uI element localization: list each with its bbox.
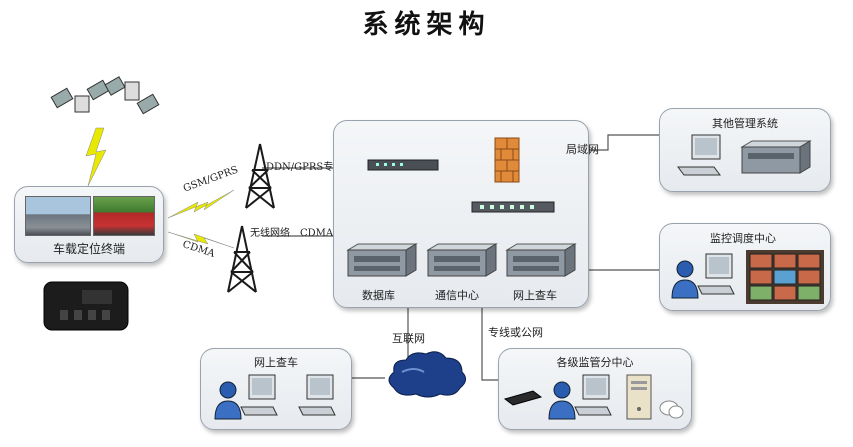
car-image-silver: [25, 196, 91, 236]
cdma-line-label: CDMA专线: [300, 228, 354, 239]
data-center-panel: [333, 120, 589, 308]
computer-icon: [574, 374, 612, 416]
wireless-network-label: 无线网络: [250, 228, 290, 239]
core-switch-icon: [471, 201, 555, 213]
sub-centers-panel: 各级监管分中心: [498, 348, 692, 430]
dedicated-or-public-label: 专线或公网: [488, 326, 543, 339]
diagram-title: 系统架构: [362, 10, 491, 40]
monitor-dispatch-label: 监控调度中心: [710, 232, 776, 245]
computer-icon: [298, 374, 336, 416]
ddn-gprs-label: DDN/GPRS专线: [266, 162, 344, 173]
comm-center-server-icon: [426, 243, 498, 277]
server-icon: [740, 140, 812, 174]
router-icon: [367, 159, 439, 171]
database-label: 数据库: [362, 289, 395, 302]
lan-label: 局域网: [566, 143, 599, 156]
user-icon: [671, 260, 699, 299]
user-icon: [548, 381, 576, 420]
monitor-dispatch-panel: 监控调度中心: [659, 223, 831, 311]
satellite-icon: [50, 76, 160, 115]
other-systems-panel: 其他管理系统: [659, 108, 831, 192]
internet-cloud-icon: [388, 351, 466, 398]
tower-icon-cdma: [227, 225, 257, 293]
vehicle-terminal-label: 车载定位终端: [52, 242, 125, 256]
lightning-icon-satellite: [85, 127, 107, 187]
tower-icon-gsm: [245, 143, 275, 209]
vehicle-terminal-panel: 车载定位终端: [14, 186, 164, 263]
internet-label: 互联网: [392, 332, 425, 345]
lightning-icon-gsm: [167, 189, 235, 219]
computer-icon: [677, 134, 721, 176]
online-check-server-icon: [505, 243, 577, 277]
sub-centers-label: 各级监管分中心: [556, 356, 634, 369]
comm-center-label: 通信中心: [435, 289, 479, 302]
user-icon: [214, 381, 242, 420]
wechat-icon: [659, 400, 684, 419]
online-check-label: 网上查车: [513, 289, 557, 302]
modem-icon: [503, 390, 543, 406]
online-check-client-panel: 网上查车: [200, 348, 352, 430]
gps-device-icon: [43, 281, 129, 331]
tower-pc-icon: [626, 374, 652, 420]
online-check-client-label: 网上查车: [254, 356, 298, 369]
car-image-red: [93, 196, 155, 236]
other-systems-label: 其他管理系统: [712, 117, 778, 130]
dedicated-line: [481, 305, 500, 381]
database-server-icon: [346, 243, 418, 277]
lightning-icon-cdma: [167, 231, 235, 249]
firewall-icon: [494, 137, 520, 183]
computer-icon: [240, 374, 278, 416]
video-wall-icon: [746, 250, 824, 304]
computer-icon: [697, 253, 735, 295]
